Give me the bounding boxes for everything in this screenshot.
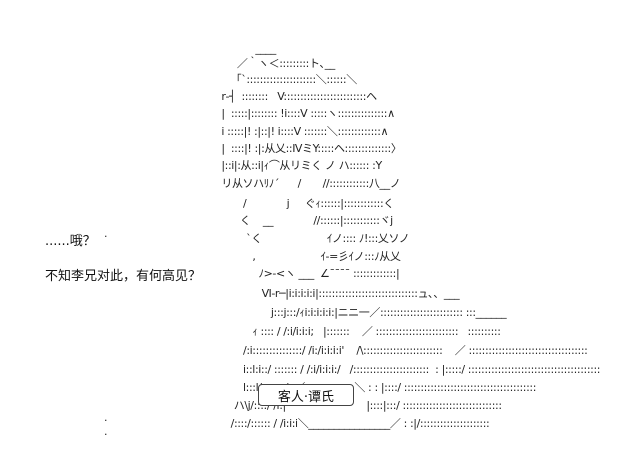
speaker-nameplate: 客人·谭氏 (258, 384, 354, 406)
ascii-art-line: ／｀ヽ＜:::::::::ト､__ (178, 57, 335, 70)
ascii-art-line: j:::j:::/ｨi:i:i:i:i:|ニニ一／:::::::::::::::… (178, 306, 507, 319)
ascii-art-line: i::l:i::/ ::::::: / /:i/i:i:i:/ /:::::::… (178, 363, 601, 376)
ascii-art-line: Ⅵ‐r─|i:i:i:i:i|:::::::::::::::::::::::::… (178, 287, 460, 300)
ascii-art-line: ﾉ>‐<ヽ ___ ∠¯¯¯¯ :::::::::::::| (178, 267, 400, 280)
ascii-art-line: ____ (178, 42, 276, 55)
ascii-art-line: /::::/:::::: / /i:i:i＼________________／ … (178, 417, 490, 430)
ascii-art-line: | ::::|! :|:从乂::ⅣミY:::::ヘ::::::::::::::〉 (178, 142, 402, 155)
ascii-art-line: / j ぐｨ::::::|::::::::::::く (178, 197, 394, 210)
stray-mark: . (104, 411, 108, 424)
ascii-art-line: ｨ :::: / /:i/i:i:i; |::::::: ／ :::::::::… (178, 325, 501, 338)
ascii-art-line: i :::::|! :|::|! i::::V :::::::＼::::::::… (178, 125, 389, 138)
ascii-art-line: リ从ソハﾘﾉ´ / //::::::::::::八__ノ (178, 177, 401, 190)
dialogue-line: ......哦？ (45, 234, 96, 249)
ascii-art-line: /:i:::::::::::::::/ /i:/i:i:i:i' /\:::::… (178, 344, 588, 357)
ascii-art-line: |::i|:从::i|ｨ⌒从リミく ノ ハ:::::: :Y (178, 159, 382, 172)
ascii-art-line: | :::::|:::::::: !i::::V :::::ヽ:::::::::… (178, 107, 395, 120)
stray-mark: . (104, 425, 108, 438)
stray-mark: . (104, 227, 108, 240)
speaker-name: 客人·谭氏 (277, 389, 335, 405)
ascii-art-line: く __ //::::::|:::::::::::ヾj (178, 214, 393, 227)
ascii-art-line: `く ｲノ:::: ﾉ!:::乂ソノ (178, 232, 410, 245)
ascii-art-line: 「`:::::::::::::::::::::＼::::::＼ (178, 73, 358, 86)
ascii-art-line: r‐┤ :::::::: V:::::::::::::::::::::::::ヘ (178, 90, 377, 103)
dialogue-line: 不知李兄对此，有何高见？ (45, 269, 202, 284)
ascii-art-line: , ｲ‐=彡ｲノ:::ﾉ从乂 (178, 250, 401, 263)
ascii-art-line: l:::l/:::::::/ ／ ＼ : : |::::/ ::::::::::… (178, 381, 537, 394)
